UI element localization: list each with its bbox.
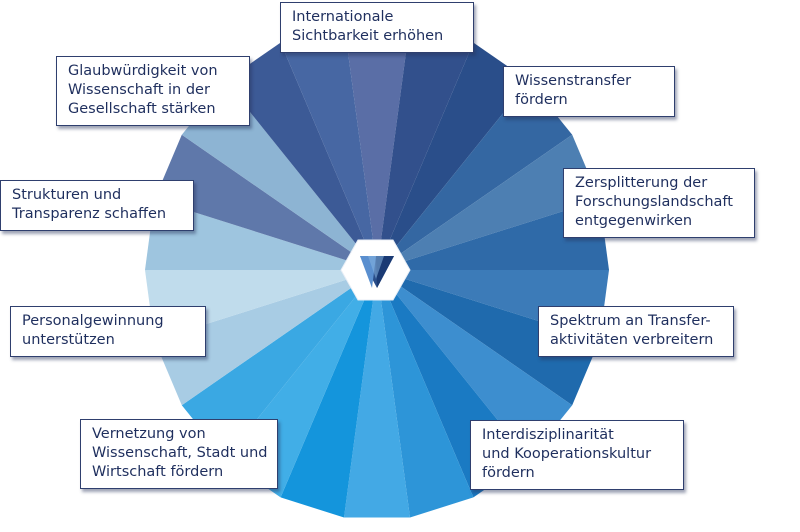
wheel-segment	[377, 199, 609, 270]
wheel-segment	[280, 270, 377, 518]
wheel-segment	[377, 22, 474, 270]
wheel-segment	[181, 270, 377, 459]
goal-vernetzung: Vernetzung von Wissenschaft, Stadt und W…	[80, 419, 278, 489]
goal-internationale-sichtbarkeit: Internationale Sichtbarkeit erhöhen	[280, 2, 474, 53]
wheel-segment	[181, 81, 377, 270]
goal-line: und Kooperationskultur	[482, 446, 652, 462]
triangle-logo-icon	[360, 256, 394, 288]
goal-glaubwuerdigkeit: Glaubwürdigkeit von Wissenschaft in der …	[56, 56, 250, 126]
wheel-segment	[154, 270, 377, 406]
wheel-segment	[145, 199, 377, 270]
goal-line: Personalgewinnung	[22, 313, 164, 329]
goal-line: Wissenschaft in der	[68, 82, 210, 98]
wheel-segment	[377, 270, 573, 459]
goal-line: Sichtbarkeit erhöhen	[292, 28, 444, 44]
goal-line: Gesellschaft stärken	[68, 101, 216, 117]
goal-line: Spektrum an Transfer-	[550, 313, 711, 329]
goal-wissenstransfer: Wissenstransfer fördern	[503, 66, 675, 117]
center-hub	[340, 239, 411, 301]
wheel-segment	[154, 134, 377, 270]
goal-line: Wissenstransfer	[515, 73, 632, 89]
goal-line: Strukturen und	[12, 187, 122, 203]
wheel-segments	[145, 22, 609, 518]
goal-line: entgegenwirken	[575, 213, 693, 229]
goal-line: Glaubwürdigkeit von	[68, 63, 218, 79]
goal-line: Transparenz schaffen	[12, 206, 167, 222]
goal-line: fördern	[515, 92, 568, 108]
goal-strukturen-transparenz: Strukturen und Transparenz schaffen	[0, 180, 194, 231]
goal-line: Internationale	[292, 9, 394, 25]
wheel-segment	[280, 22, 377, 270]
goal-line: Zersplitterung der	[575, 175, 708, 191]
wheel-segment	[377, 81, 573, 270]
goal-line: Interdisziplinarität	[482, 427, 614, 443]
goal-spektrum-transfer: Spektrum an Transfer- aktivitäten verbre…	[538, 306, 734, 357]
wheel-segment	[377, 270, 474, 518]
goal-line: Vernetzung von	[92, 426, 206, 442]
goal-line: Wissenschaft, Stadt und	[92, 445, 268, 461]
goal-line: fördern	[482, 465, 535, 481]
goal-line: Wirtschaft fördern	[92, 464, 224, 480]
goal-line: aktivitäten verbreitern	[550, 332, 714, 348]
goal-line: unterstützen	[22, 332, 115, 348]
goal-zersplitterung: Zersplitterung der Forschungslandschaft …	[563, 168, 755, 238]
wheel-segment	[377, 270, 600, 406]
goal-line: Forschungslandschaft	[575, 194, 733, 210]
wheel-segment	[344, 22, 410, 270]
goal-interdisziplinaritaet: Interdisziplinarität und Kooperationskul…	[470, 420, 684, 490]
wheel-segment	[225, 42, 377, 270]
wheel-segment	[377, 42, 529, 270]
goal-personalgewinnung: Personalgewinnung unterstützen	[10, 306, 206, 357]
wheel-segment	[344, 270, 410, 518]
wheel-segment	[377, 134, 600, 270]
